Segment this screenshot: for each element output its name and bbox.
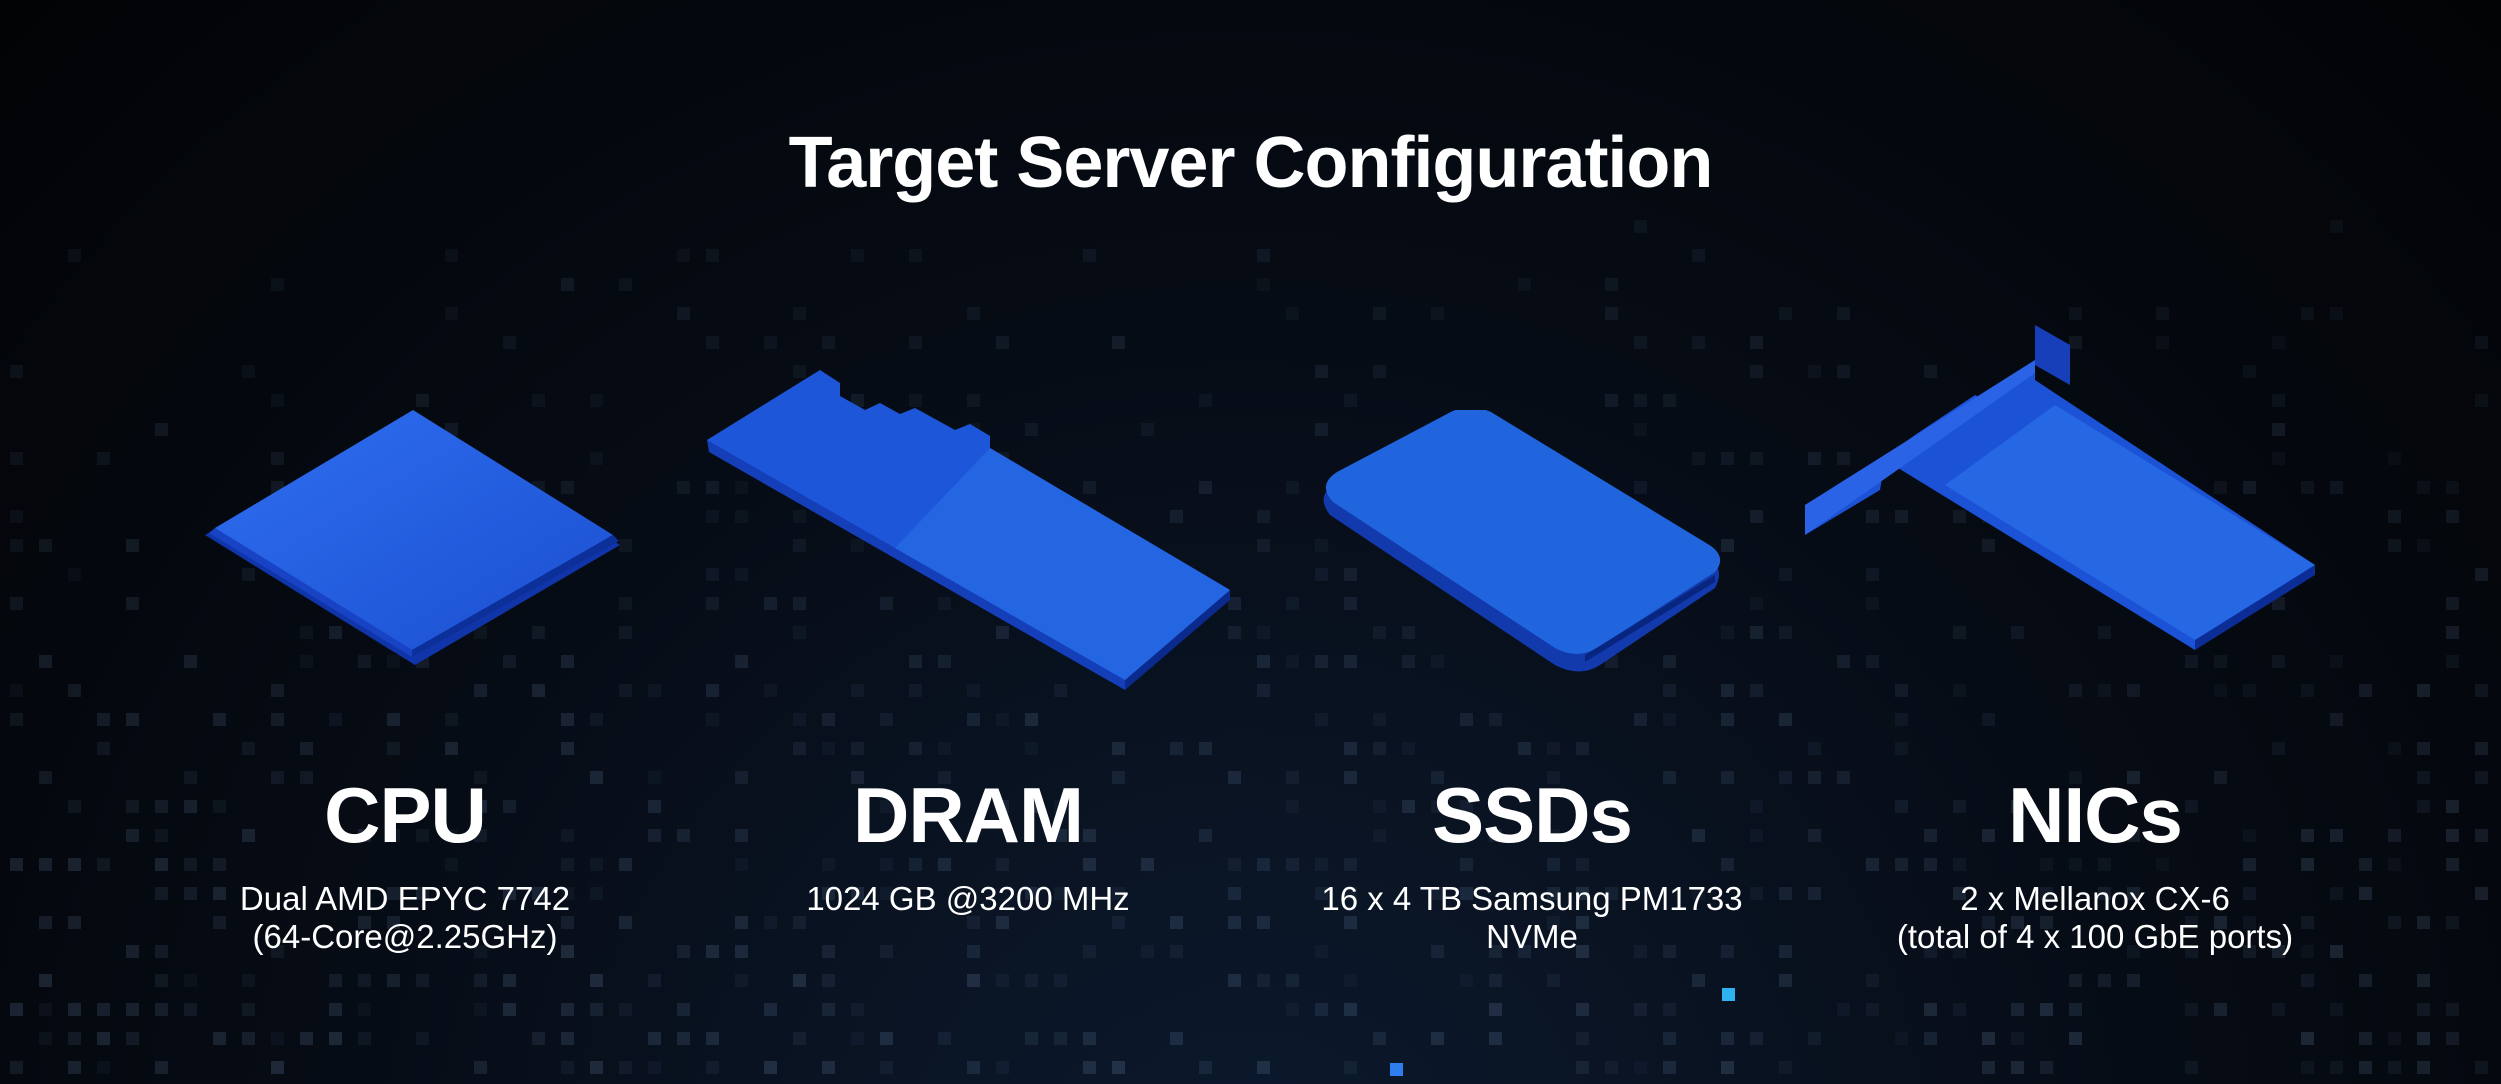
ssds-label: SSDs xyxy=(1432,771,1633,859)
ssds-description: 16 x 4 TB Samsung PM1733 NVMe xyxy=(1321,880,1743,955)
dram-description: 1024 GB @3200 MHz xyxy=(806,880,1130,917)
nics-description: 2 x Mellanox CX-6 (total of 4 x 100 GbE … xyxy=(1896,880,2294,955)
ssd-drive-icon xyxy=(1323,410,1721,672)
nics-label: NICs xyxy=(2008,771,2183,859)
cpu-description: Dual AMD EPYC 7742 (64-Core@2.25GHz) xyxy=(239,880,571,955)
cpu-label: CPU xyxy=(324,771,487,859)
cpu-chip-icon xyxy=(205,410,620,665)
dram-module-icon xyxy=(707,370,1230,690)
nic-card-icon xyxy=(1805,325,2315,650)
page-title: Target Server Configuration xyxy=(788,123,1714,203)
dram-label: DRAM xyxy=(853,771,1084,859)
